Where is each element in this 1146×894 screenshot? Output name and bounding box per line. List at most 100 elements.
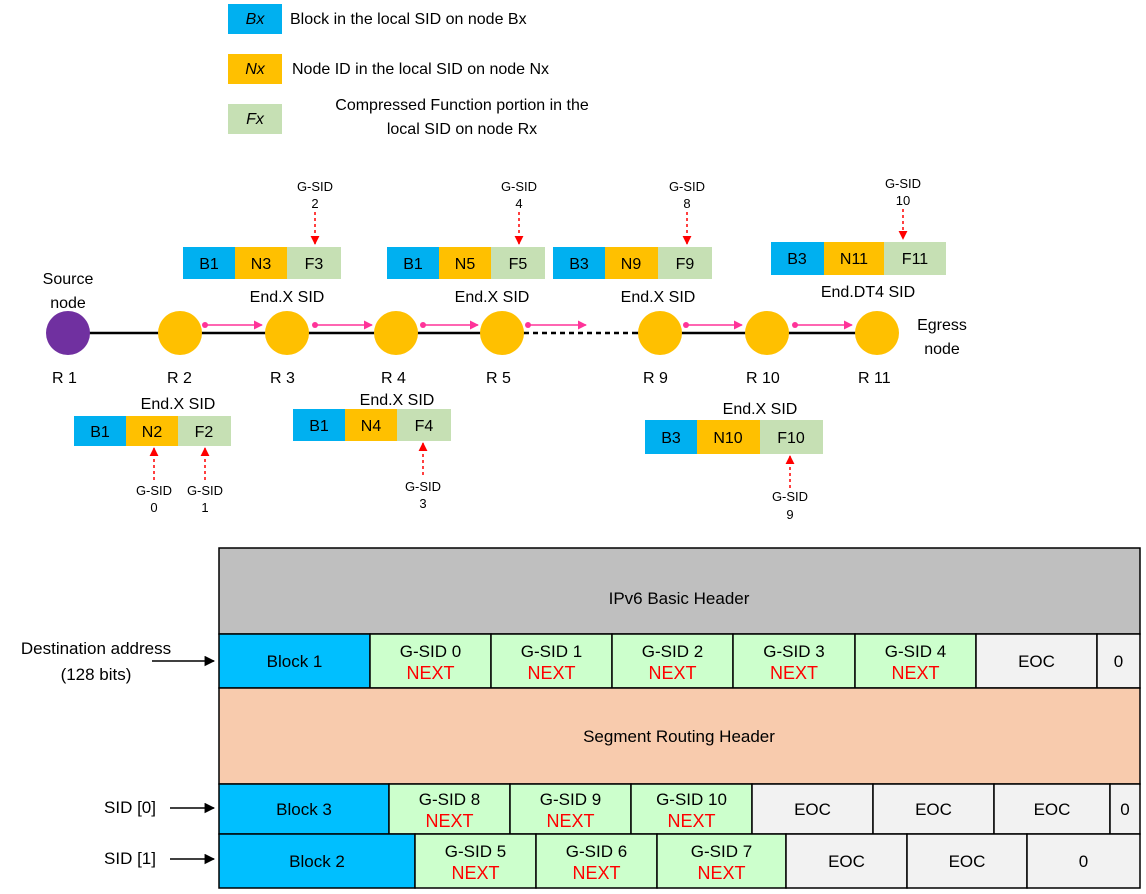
destination-address-bits: (128 bits)	[61, 665, 132, 684]
gsid-index: 0	[150, 500, 157, 515]
sid-function-segment	[884, 242, 946, 275]
router-circle	[745, 311, 789, 355]
gsid-cell-label: G-SID 6	[566, 842, 627, 861]
sid-r2: End.X SID B1 N2 F2 G-SID 0 G-SID 1	[74, 396, 231, 515]
sid-block-segment	[387, 247, 439, 279]
sid-block-segment	[771, 242, 824, 275]
sid-block-segment	[74, 416, 126, 446]
gsid-index: 1	[201, 500, 208, 515]
legend-item-function: Fx Compressed Function portion in the lo…	[228, 97, 589, 138]
sid-block-label: B3	[787, 251, 807, 268]
sid-node-segment	[605, 247, 658, 279]
next-flavor-label: NEXT	[891, 663, 939, 683]
sid-r4: End.X SID B1 N4 F4 G-SID 3	[293, 392, 451, 511]
gsid-cell	[535, 833, 658, 889]
gsid-label: G-SID	[669, 179, 705, 194]
sid-title: End.X SID	[621, 289, 696, 306]
eoc-cell-label: 0	[1114, 652, 1123, 671]
sid-function-segment	[658, 247, 712, 279]
sid-block-segment	[293, 409, 345, 441]
router-label: R 10	[746, 370, 780, 387]
sid-block-label: B3	[569, 256, 589, 273]
destination-address-label: Destination address	[21, 639, 171, 658]
eoc-cell-label: EOC	[828, 852, 865, 871]
gsid-index: 4	[515, 196, 522, 211]
router-label: R 2	[167, 370, 192, 387]
gsid-index: 10	[896, 193, 910, 208]
next-flavor-label: NEXT	[697, 863, 745, 883]
eoc-cell-label: EOC	[915, 800, 952, 819]
sid-function-label: F11	[902, 251, 928, 268]
source-node-label: Source	[43, 271, 94, 288]
block-cell-label: Block 2	[289, 852, 345, 871]
router-circle	[480, 311, 524, 355]
router-r4: R 4	[374, 311, 418, 387]
sid-block-label: B1	[90, 424, 110, 441]
router-label: R 5	[486, 370, 511, 387]
sid-block-segment	[645, 420, 697, 454]
next-flavor-label: NEXT	[527, 663, 575, 683]
eoc-cell-label: 0	[1079, 852, 1088, 871]
sid-node-label: N2	[142, 424, 163, 441]
sid-node-segment	[345, 409, 397, 441]
gsid-label: G-SID	[772, 489, 808, 504]
egress-node-label: Egress	[917, 317, 967, 334]
source-node-label: node	[50, 295, 86, 312]
eoc-cell-label: 0	[1120, 800, 1129, 819]
eoc-cell-label: EOC	[794, 800, 831, 819]
router-circle	[638, 311, 682, 355]
arrow-dot	[792, 322, 798, 328]
packet-structure: IPv6 Basic Header Block 1G-SID 0NEXTG-SI…	[21, 547, 1141, 889]
sid-node-label: N5	[455, 256, 476, 273]
eoc-cell-label: EOC	[1034, 800, 1071, 819]
sid-title: End.X SID	[723, 401, 798, 418]
topology: R 1 R 2 R 3 R 4 R 5 R 9 R 10 R 11	[43, 271, 967, 387]
gsid-cell	[369, 633, 492, 689]
gsid-cell	[388, 783, 511, 835]
eoc-cell	[1096, 633, 1141, 689]
eoc-cell	[1026, 833, 1141, 889]
gsid-cell	[656, 833, 787, 889]
eoc-cell	[785, 833, 908, 889]
sid-title: End.X SID	[250, 289, 325, 306]
arrow-dot	[202, 322, 208, 328]
gsid-label: G-SID	[885, 176, 921, 191]
next-flavor-label: NEXT	[667, 811, 715, 831]
next-flavor-label: NEXT	[425, 811, 473, 831]
router-r1: R 1	[46, 311, 90, 387]
sid-function-label: F3	[305, 256, 324, 273]
legend-text: Node ID in the local SID on node Nx	[292, 61, 549, 78]
router-circle	[265, 311, 309, 355]
router-r3: R 3	[265, 311, 309, 387]
router-label: R 3	[270, 370, 295, 387]
eoc-cell-label: EOC	[949, 852, 986, 871]
sid-node-label: N10	[713, 430, 742, 447]
next-flavor-label: NEXT	[546, 811, 594, 831]
gsid-cell	[854, 633, 977, 689]
gsid-index: 9	[786, 507, 793, 522]
router-circle	[855, 311, 899, 355]
sid-function-label: F4	[415, 418, 434, 435]
gsid-cell	[509, 783, 632, 835]
router-label: R 4	[381, 370, 406, 387]
sid-function-segment	[287, 247, 341, 279]
sid-node-label: N11	[840, 251, 868, 268]
sid-node-segment	[235, 247, 287, 279]
egress-node-label: node	[924, 341, 960, 358]
legend-text: local SID on node Rx	[387, 121, 537, 138]
next-flavor-label: NEXT	[648, 663, 696, 683]
gsid-cell	[630, 783, 753, 835]
sid0-label: SID [0]	[104, 798, 156, 817]
next-flavor-label: NEXT	[451, 863, 499, 883]
sid-block-segment	[553, 247, 605, 279]
legend-item-block: Bx Block in the local SID on node Bx	[228, 4, 527, 34]
block-cell	[218, 833, 416, 889]
arrow-dot	[420, 322, 426, 328]
legend-swatch-node	[228, 54, 282, 84]
router-circle	[46, 311, 90, 355]
gsid-cell-label: G-SID 9	[540, 790, 601, 809]
eoc-cell	[751, 783, 874, 835]
